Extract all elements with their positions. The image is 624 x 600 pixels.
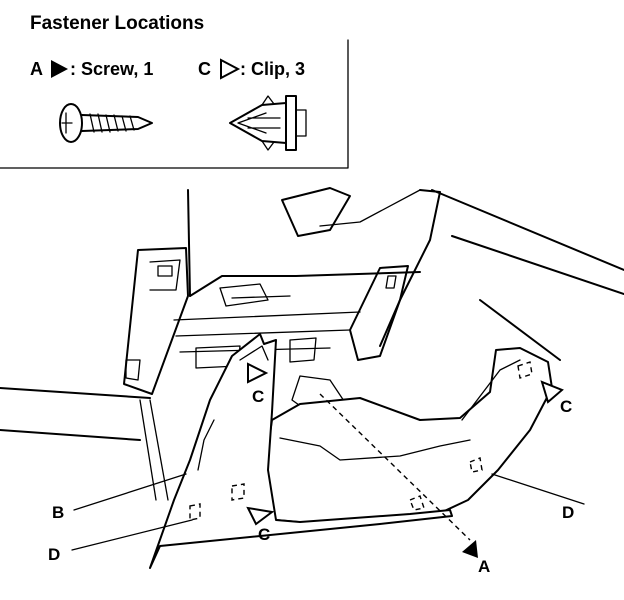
- callout-a: A: [478, 557, 490, 576]
- clip-marker-2: [246, 506, 275, 526]
- callout-c-3: C: [560, 397, 572, 416]
- legend-a-text: : Screw, 1: [70, 59, 153, 79]
- callout-b: B: [52, 503, 64, 522]
- page-title: Fastener Locations: [30, 13, 204, 34]
- clip-outline-triangle-icon: [220, 58, 241, 80]
- callout-d-right: D: [562, 503, 574, 522]
- clip-marker-3: [540, 380, 564, 404]
- right-kick-panel: [263, 347, 553, 525]
- legend-c-letter: C: [198, 59, 211, 79]
- dashboard-background: [0, 187, 624, 501]
- callout-d-left: D: [48, 545, 60, 564]
- leader-d-left: [71, 519, 193, 551]
- callout-c-1: C: [252, 387, 264, 406]
- callout-c-2: C: [258, 525, 270, 544]
- screw-filled-triangle-icon: [51, 60, 68, 78]
- clip-marker-1: [247, 362, 269, 384]
- legend-c-text: : Clip, 3: [240, 59, 305, 79]
- leader-lines: [71, 393, 585, 551]
- screw-icon: [59, 103, 153, 143]
- leader-a: [319, 393, 471, 541]
- left-kick-panel: [149, 333, 453, 569]
- legend-box: A : Screw, 1 C : Clip, 3: [0, 39, 349, 169]
- leader-d-right: [491, 473, 585, 505]
- legend-a-letter: A: [30, 59, 43, 79]
- screw-marker: [462, 540, 478, 558]
- leader-b: [73, 473, 187, 511]
- clip-icon: [229, 95, 307, 151]
